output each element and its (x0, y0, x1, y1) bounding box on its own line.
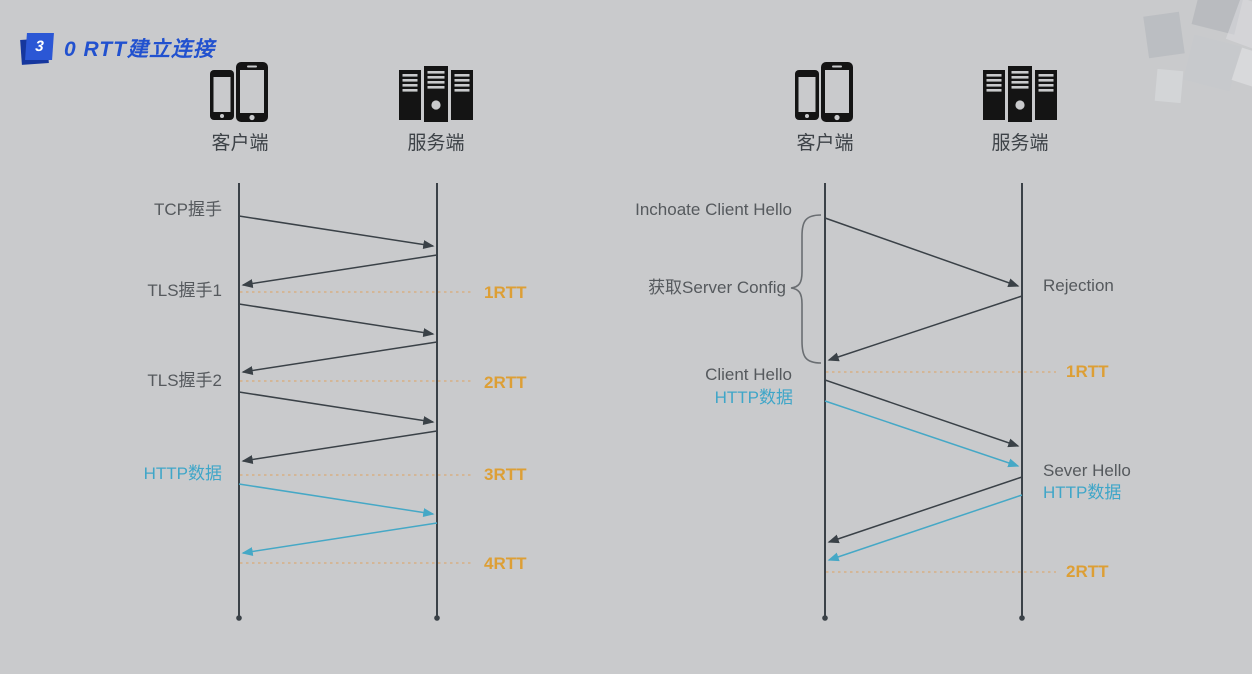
left-step-label-http: HTTP数据 (143, 464, 222, 483)
right-rtt-dotted-lines (826, 371, 1056, 573)
server-racks-icon (397, 64, 475, 129)
left-http-arrows (238, 483, 438, 556)
left-step-label-tls2: TLS握手2 (147, 371, 222, 390)
left-rtt-3: 3RTT (484, 465, 527, 484)
right-message-arrows (824, 217, 1023, 544)
right-timelines (822, 183, 1025, 621)
right-server-label: 服务端 (991, 133, 1049, 154)
left-timelines (236, 183, 440, 621)
right-rtt-2: 2RTT (1066, 562, 1109, 581)
right-label-inchoate-client-hello: Inchoate Client Hello (635, 200, 792, 219)
right-label-get-server-config: 获取Server Config (648, 278, 786, 297)
client-devices-icon (204, 60, 276, 129)
right-client-label: 客户端 (796, 133, 854, 154)
left-rtt-1: 1RTT (484, 283, 527, 302)
left-server-label: 服务端 (407, 133, 465, 154)
left-step-label-tls1: TLS握手1 (147, 281, 222, 300)
right-label-client-hello: Client Hello (705, 365, 792, 384)
left-step-label-tcp: TCP握手 (154, 200, 222, 219)
right-rtt-1: 1RTT (1066, 362, 1109, 381)
server-racks-icon (981, 64, 1059, 129)
client-devices-icon (789, 60, 861, 129)
right-label-rejection: Rejection (1043, 276, 1114, 295)
left-rtt-4: 4RTT (484, 554, 527, 573)
left-rtt-2: 2RTT (484, 373, 527, 392)
right-label-sever-hello: Sever Hello (1043, 461, 1131, 480)
right-label-http-data-server: HTTP数据 (1043, 483, 1122, 502)
left-client-label: 客户端 (211, 133, 269, 154)
left-message-arrows (238, 215, 438, 464)
left-rtt-dotted-lines (240, 291, 472, 564)
right-label-http-data-client: HTTP数据 (714, 388, 793, 407)
server-config-brace (790, 214, 822, 364)
slide-title: 0 RTT建立连接 (64, 38, 215, 61)
right-http-arrows (824, 400, 1023, 562)
